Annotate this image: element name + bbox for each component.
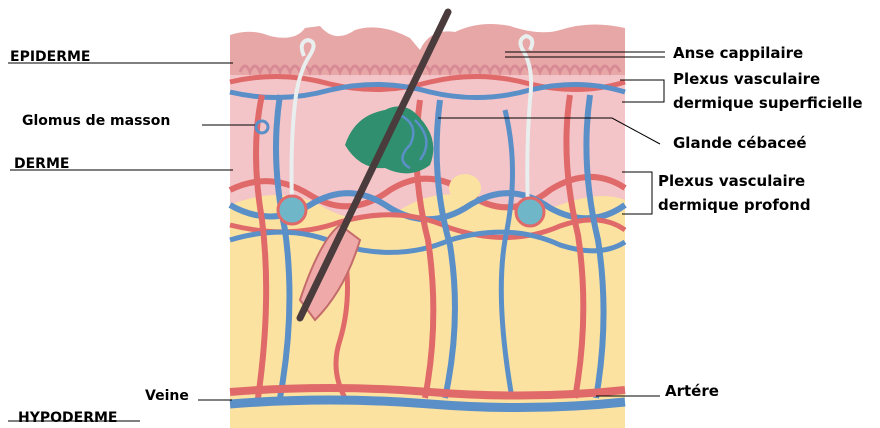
label-plexus-profond-line1: Plexus vasculaire <box>658 174 805 189</box>
label-glomus-de-masson: Glomus de masson <box>22 114 170 128</box>
fat-lobule <box>449 174 481 202</box>
label-plexus-superficiel-line2: dermique superficielle <box>673 96 863 111</box>
label-anse-cappilaire: Anse cappilaire <box>673 46 803 61</box>
label-hypoderme: HYPODERME <box>18 411 117 425</box>
glomus-right <box>516 198 544 226</box>
label-derme: DERME <box>14 157 69 171</box>
glomus-left <box>278 196 306 224</box>
label-plexus-profond-line2: dermique profond <box>658 198 811 213</box>
label-glande-cebacee: Glande cébaceé <box>673 136 807 151</box>
label-artere: Artére <box>665 384 719 399</box>
label-epiderme: EPIDERME <box>10 50 91 64</box>
label-veine: Veine <box>145 389 189 403</box>
label-plexus-superficiel-line1: Plexus vasculaire <box>673 72 820 87</box>
